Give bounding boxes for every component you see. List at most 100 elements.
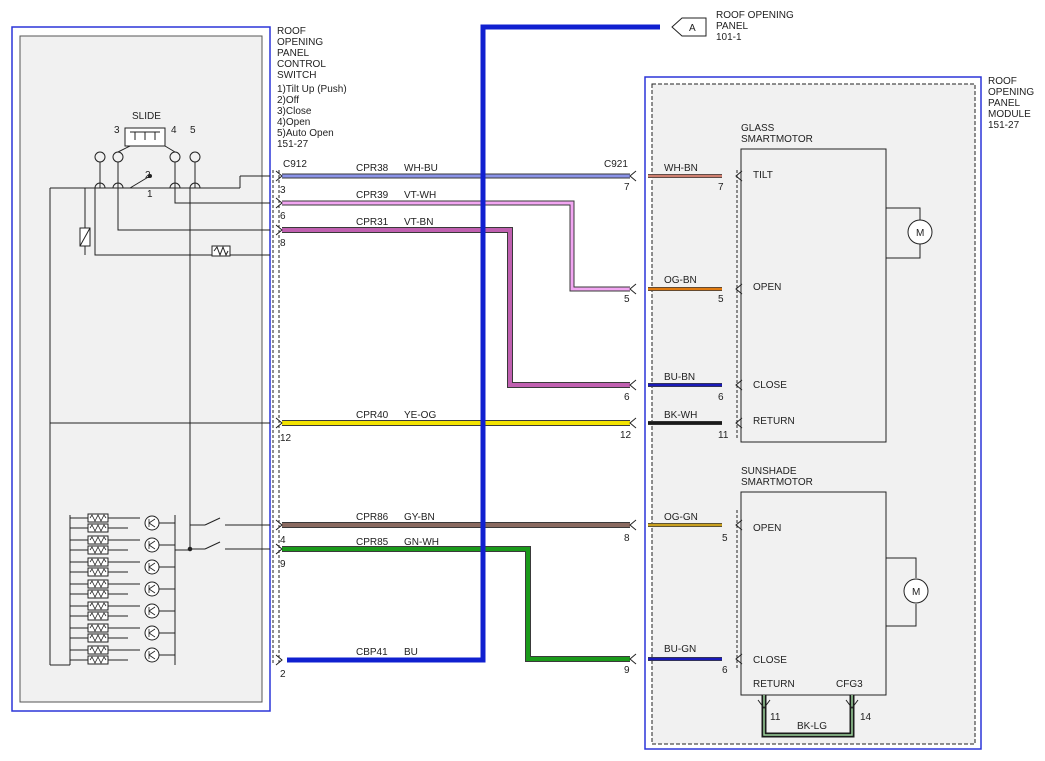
switch-pin-label: 8 <box>280 238 286 249</box>
led-transistor-symbol <box>144 647 160 663</box>
motor-connector-chevron <box>735 519 743 531</box>
switch-connector-chevron <box>275 543 283 555</box>
led-transistor-leads <box>148 540 156 550</box>
module-connector-chevron <box>629 283 637 295</box>
module-pin-label: 7 <box>624 182 630 193</box>
switch-connector-chevron <box>275 197 283 209</box>
module-wire-color-label: OG-GN <box>664 512 698 523</box>
motor-connector-chevron <box>735 379 743 391</box>
offpage-connector <box>671 17 707 37</box>
switch-legend: 1)Tilt Up (Push) 2)Off 3)Close 4)Open 5)… <box>277 84 349 150</box>
switch-pin-label: 2 <box>280 669 286 680</box>
led-transistor-leads <box>148 562 156 572</box>
glass-pin-close: CLOSE <box>753 380 787 391</box>
module-wire-color-label: BU-GN <box>664 644 696 655</box>
motor-pin-label: 5 <box>722 533 728 544</box>
slide-pos-5: 5 <box>190 125 196 136</box>
glass-motor-icon <box>886 207 933 259</box>
sunshade-return-pin-b: 14 <box>860 712 872 723</box>
glass-pin-return: RETURN <box>753 416 795 427</box>
sunshade-pin-cfg3: CFG3 <box>836 679 863 690</box>
sunshade-motor-symbol: M <box>912 587 920 598</box>
sunshade-pin-close: CLOSE <box>753 655 787 666</box>
glass-smartmotor-box <box>740 148 887 443</box>
wire-color-label: BU <box>404 647 418 658</box>
module-connector-chevron <box>629 379 637 391</box>
module-wire-color-label: OG-BN <box>664 275 697 286</box>
glass-pin-tilt: TILT <box>753 170 773 181</box>
wire-outline <box>282 200 630 292</box>
resistor-zigzag <box>89 646 107 654</box>
circuit-label: CBP41 <box>356 647 388 658</box>
wire-cpr39 <box>282 201 630 291</box>
module-wire-color-label: WH-BN <box>664 163 698 174</box>
module-pin-label: 6 <box>624 392 630 403</box>
sunshade-motor-icon <box>886 557 929 627</box>
module-wire-color-label: BU-BN <box>664 372 695 383</box>
slide-pos-2: 2 <box>145 170 151 181</box>
module-pin-label: 12 <box>620 430 632 441</box>
led-transistor-symbol <box>144 581 160 597</box>
module-connector-chevron <box>629 653 637 665</box>
led-transistor-leads <box>148 606 156 616</box>
switch-pin-label: 6 <box>280 211 286 222</box>
led-transistor-symbol <box>144 603 160 619</box>
module-wire-color-label: BK-WH <box>664 410 697 421</box>
wire-color-label: WH-BU <box>404 163 438 174</box>
wire-outline <box>282 227 630 388</box>
circuit-label: CPR39 <box>356 190 389 201</box>
slide-switch-symbol <box>50 127 270 550</box>
switch-pin-label: 3 <box>280 185 286 196</box>
resistor-zigzag <box>89 602 107 610</box>
motor-connector-chevron <box>735 417 743 429</box>
sunshade-pin-open: OPEN <box>753 523 781 534</box>
motor-pin-label: 7 <box>718 182 724 193</box>
led-transistor-leads <box>148 628 156 638</box>
resistor-zigzag <box>89 558 107 566</box>
switch-connector-chevron <box>275 519 283 531</box>
sunshade-return-pin-a: 11 <box>770 712 781 723</box>
wire-cpr85 <box>282 547 630 661</box>
resistor-zigzag <box>89 546 107 554</box>
circuit-label: CPR85 <box>356 537 389 548</box>
switch-connector-chevron <box>275 170 283 182</box>
slide-pos-3: 3 <box>114 125 120 136</box>
module-connector-chevron <box>629 519 637 531</box>
slide-pos-4: 4 <box>171 125 177 136</box>
switch-connector-label: C912 <box>283 159 307 170</box>
led-transistor-leads <box>148 650 156 660</box>
resistor-zigzag <box>89 634 107 642</box>
motor-pin-label: 5 <box>718 294 724 305</box>
circuit-label: CPR86 <box>356 512 389 523</box>
wire-color-label: GN-WH <box>404 537 439 548</box>
wire-labels: CPR38 WH-BU CPR39 VT-WH CPR31 VT-BN CPR4… <box>280 163 729 680</box>
motor-connector-chevron <box>735 283 743 295</box>
wire-color-label: VT-BN <box>404 217 433 228</box>
resistor-zigzag <box>89 612 107 620</box>
wire-outline <box>282 546 630 662</box>
glass-pin-open: OPEN <box>753 282 781 293</box>
sunshade-smartmotor-title: SUNSHADE SMARTMOTOR <box>741 466 813 488</box>
switch-pin-label: 12 <box>280 433 292 444</box>
harness-wires <box>275 24 743 666</box>
open-contact-switches <box>187 517 270 552</box>
module-pin-label: 9 <box>624 665 630 676</box>
resistor-zigzag <box>89 514 107 522</box>
wire-color-label: VT-WH <box>404 190 436 201</box>
offpage-connector-tag: A <box>689 23 696 34</box>
sunshade-smartmotor-box <box>740 491 887 696</box>
led-transistor-symbol <box>144 559 160 575</box>
resistor-zigzag <box>89 580 107 588</box>
glass-motor-symbol: M <box>916 228 924 239</box>
led-transistor-symbol <box>144 537 160 553</box>
switch-title: ROOF OPENING PANEL CONTROL SWITCH <box>277 26 328 81</box>
motor-pin-label: 6 <box>722 665 728 676</box>
switch-connector-chevron <box>275 417 283 429</box>
wire-cpr31 <box>282 228 630 387</box>
led-transistor-leads <box>148 518 156 528</box>
resistor-zigzag <box>89 568 107 576</box>
motor-connector-chevron <box>735 170 743 182</box>
switch-inner-panel <box>19 35 263 703</box>
sunshade-return-loop <box>757 695 859 738</box>
resistor-zigzag <box>89 656 107 664</box>
